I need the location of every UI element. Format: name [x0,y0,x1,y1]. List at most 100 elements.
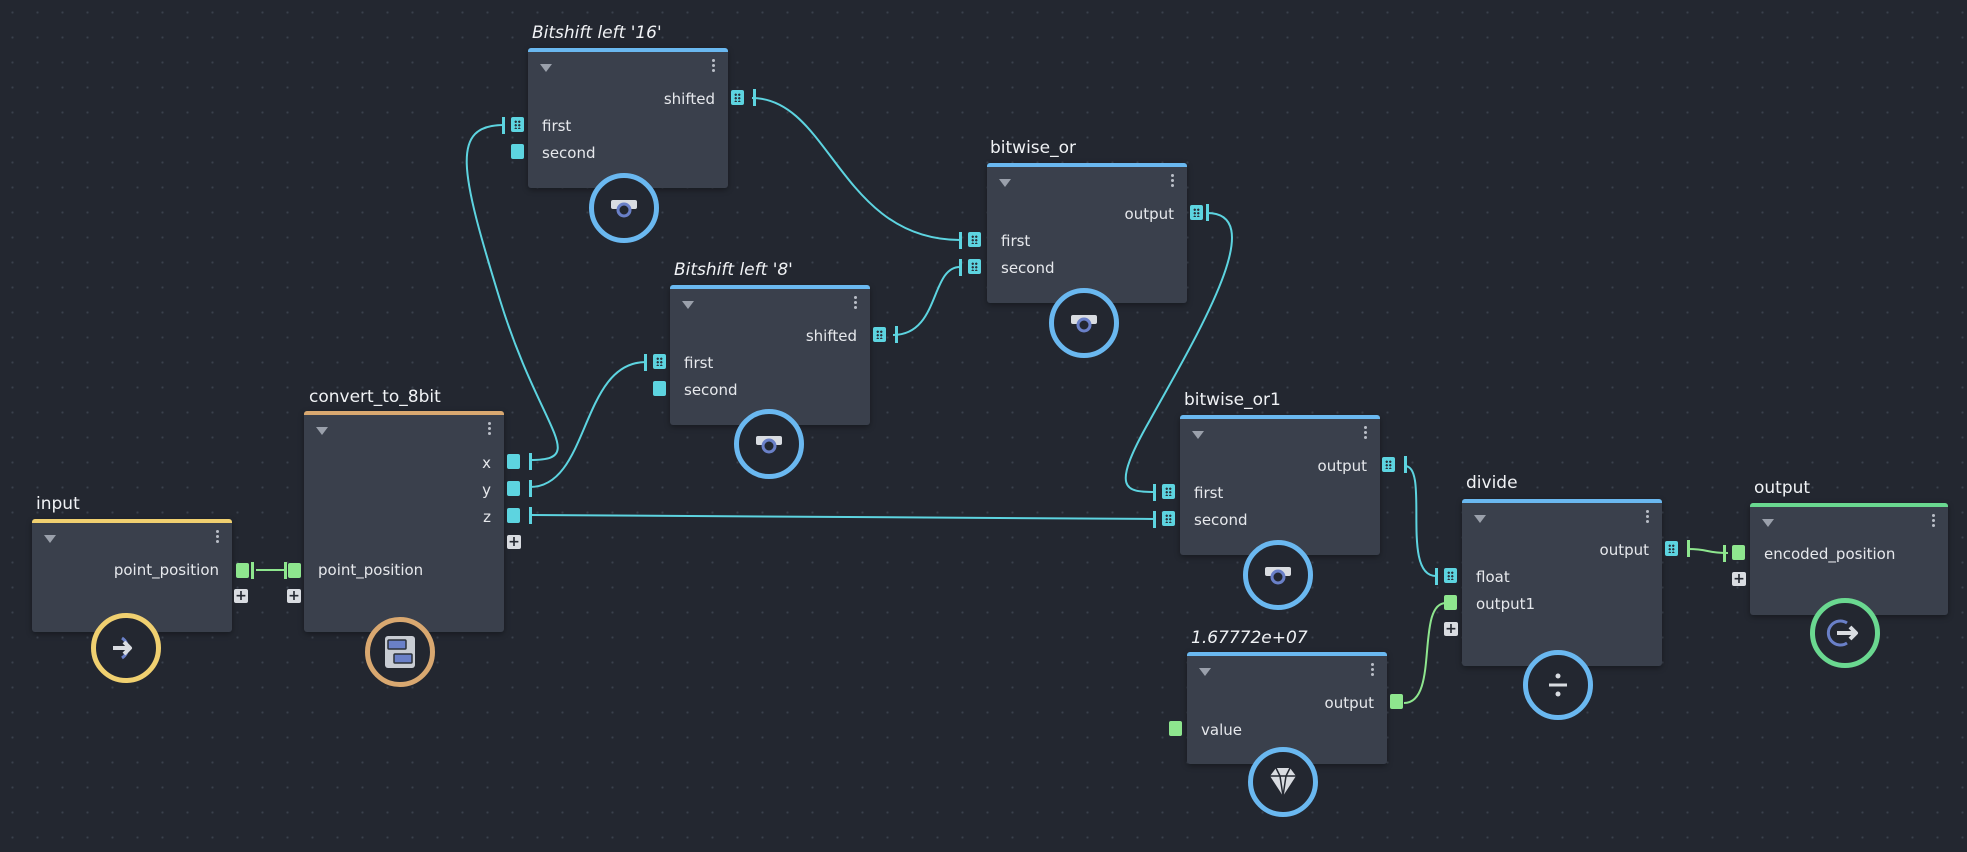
node-title-output: output [1754,478,1811,498]
collapse-toggle-icon[interactable] [1762,519,1774,527]
output-port-z[interactable] [507,508,520,523]
port-label-shifted: shifted [805,327,857,345]
bitshift-icon [756,436,782,454]
bitwise-or-node-icon[interactable] [1049,288,1119,358]
node-title-bitshift-8: Bitshift left '8' [674,260,793,280]
add-port-button[interactable]: + [1444,621,1458,637]
output-port-shifted[interactable] [873,327,886,342]
input-port-first[interactable] [1162,484,1175,499]
node-menu-icon[interactable] [1371,663,1374,678]
node-bitwise-or1[interactable]: output first second [1180,415,1380,555]
output-port-output[interactable] [1665,541,1678,556]
port-label-second: second [684,381,738,399]
node-divide[interactable]: output float output1 [1462,499,1662,666]
node-menu-icon[interactable] [1646,510,1649,525]
input-port-output1[interactable] [1444,595,1457,610]
node-constant[interactable]: output value [1187,652,1387,764]
output-port-output[interactable] [1390,694,1403,709]
node-menu-icon[interactable] [1932,514,1935,529]
output-port-x[interactable] [507,454,520,469]
input-port-first[interactable] [653,354,666,369]
convert-icon [385,636,415,668]
node-header [1462,499,1662,503]
bitwise-icon [1071,315,1097,333]
node-input[interactable]: point_position [32,519,232,632]
port-connector [529,453,532,470]
node-menu-icon[interactable] [216,530,219,545]
port-label-z: z [483,508,491,526]
node-title-constant: 1.67772e+07 [1191,628,1308,648]
port-connector [529,507,532,524]
node-header [1750,503,1948,507]
add-port-button[interactable]: + [287,588,301,604]
wire-y-to-bs8-first [529,361,647,488]
collapse-toggle-icon[interactable] [999,179,1011,187]
collapse-toggle-icon[interactable] [316,427,328,435]
collapse-toggle-icon[interactable] [1474,515,1486,523]
bitwise-or1-node-icon[interactable] [1243,540,1313,610]
port-connector [502,117,505,134]
input-port-value[interactable] [1169,721,1182,736]
output-port-output[interactable] [1190,205,1203,220]
collapse-toggle-icon[interactable] [1199,668,1211,676]
add-port-button[interactable]: + [507,534,521,550]
port-connector [1153,484,1156,501]
bitshift-16-node-icon[interactable] [589,173,659,243]
input-port-point-position[interactable] [288,563,301,578]
wire-const-to-divide-output1 [1403,602,1447,704]
node-menu-icon[interactable] [854,296,857,311]
port-connector [1206,204,1209,221]
node-menu-icon[interactable] [1171,174,1174,189]
port-label-output: output [1124,205,1174,223]
node-menu-icon[interactable] [712,59,715,74]
output-port-shifted[interactable] [731,90,744,105]
node-title-input: input [36,494,80,514]
output-port-point-position[interactable] [236,563,249,578]
input-node-icon[interactable] [91,613,161,683]
constant-node-icon[interactable] [1248,747,1318,817]
input-port-first[interactable] [511,117,524,132]
output-port-y[interactable] [507,481,520,496]
add-port-button[interactable]: + [234,588,248,604]
input-port-second[interactable] [968,259,981,274]
port-label-shifted: shifted [663,90,715,108]
collapse-toggle-icon[interactable] [1192,431,1204,439]
port-label-first: first [542,117,572,135]
port-connector [1404,456,1407,473]
node-convert-to-8bit[interactable]: x y z point_position [304,411,504,632]
port-connector [1687,540,1690,557]
node-output[interactable]: encoded_position [1750,503,1948,615]
input-port-float[interactable] [1444,568,1457,583]
add-port-button[interactable]: + [1732,571,1746,587]
node-menu-icon[interactable] [1364,426,1367,441]
collapse-toggle-icon[interactable] [540,64,552,72]
port-label-first: first [684,354,714,372]
divide-node-icon[interactable] [1523,650,1593,720]
convert-node-icon[interactable] [365,617,435,687]
bitshift-8-node-icon[interactable] [734,409,804,479]
node-bitwise-or[interactable]: output first second [987,163,1187,303]
input-port-second[interactable] [653,381,666,396]
port-label-output: output [1317,457,1367,475]
node-bitshift-left-8[interactable]: shifted first second [670,285,870,425]
node-bitshift-left-16[interactable]: shifted first second [528,48,728,188]
input-port-second[interactable] [1162,511,1175,526]
collapse-toggle-icon[interactable] [44,535,56,543]
port-connector [959,232,962,249]
bitshift-icon [611,200,637,218]
output-node-icon[interactable] [1810,598,1880,668]
wire-bs16-to-bor-first [751,97,961,241]
port-connector [753,89,756,106]
node-title-bitwise-or1: bitwise_or1 [1184,390,1281,410]
node-title-bitwise-or: bitwise_or [990,138,1077,158]
node-menu-icon[interactable] [488,422,491,437]
port-connector [1435,568,1438,585]
port-connector [529,480,532,497]
input-port-second[interactable] [511,144,524,159]
input-port-encoded-position[interactable] [1732,545,1745,560]
node-header [987,163,1187,167]
output-port-output[interactable] [1382,457,1395,472]
output-arrow-icon [1826,619,1858,647]
collapse-toggle-icon[interactable] [682,301,694,309]
input-port-first[interactable] [968,232,981,247]
